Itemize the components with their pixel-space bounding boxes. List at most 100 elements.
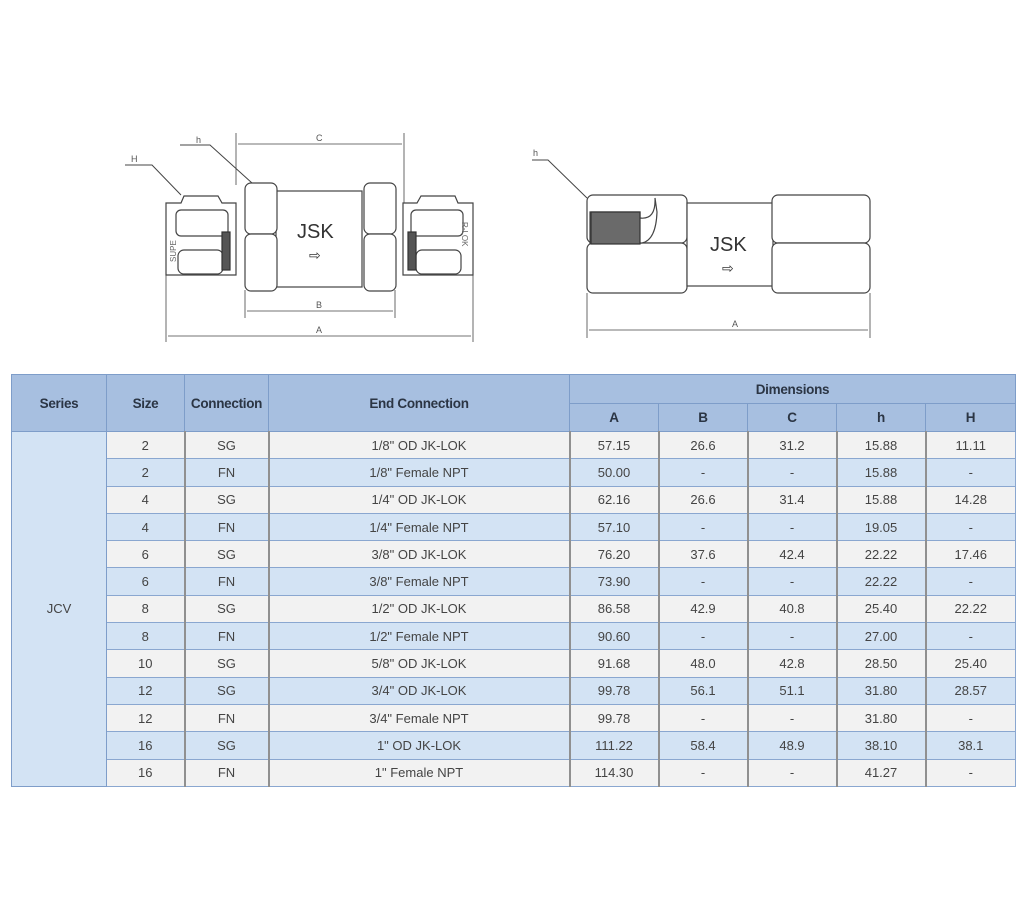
end-connection-cell: 3/8" Female NPT: [267, 567, 570, 596]
flow-arrow-icon: ⇨: [309, 247, 321, 263]
dim-H-cell: -: [924, 567, 1016, 596]
size-cell: 12: [106, 676, 185, 705]
size-cell: 12: [106, 703, 185, 733]
connection-cell: FN: [183, 458, 269, 487]
end-connection-cell: 3/4" OD JK-LOK: [267, 676, 570, 705]
dim-h-small-cell: 22.22: [835, 567, 926, 596]
dim-b-cell: 37.6: [657, 540, 748, 569]
dim-b-cell: -: [657, 567, 748, 596]
dim-a-cell: 99.78: [568, 703, 659, 733]
dim-h-small-cell: 22.22: [835, 540, 926, 569]
dim-b-cell: -: [657, 512, 748, 542]
connection-cell: SG: [183, 649, 269, 678]
dim-h-small-cell: 31.80: [835, 676, 926, 705]
size-cell: 8: [106, 622, 185, 651]
dim-c-cell: -: [746, 622, 837, 651]
connection-cell: SG: [183, 676, 269, 705]
dim-H-cell: 11.11: [924, 430, 1016, 460]
dim-H-cell: -: [924, 512, 1016, 542]
end-connection-cell: 3/4" Female NPT: [267, 703, 570, 733]
sg-check-valve-drawing: [125, 133, 474, 342]
size-cell: 16: [106, 758, 185, 787]
dim-H-cell: -: [924, 758, 1016, 787]
dimension-label-c: C: [316, 133, 323, 143]
dim-h-small-cell: 25.40: [835, 594, 926, 624]
dim-b-cell: -: [657, 703, 748, 733]
dim-c-cell: 48.9: [746, 731, 837, 760]
dim-b-cell: 56.1: [657, 676, 748, 705]
dimension-label-a-fn: A: [732, 319, 738, 329]
dim-H-cell: 22.22: [924, 594, 1016, 624]
nut-marking-left: SUPE: [169, 240, 178, 262]
size-cell: 16: [106, 731, 185, 760]
end-connection-cell: 1/8" Female NPT: [267, 458, 570, 487]
end-connection-cell: 1" OD JK-LOK: [267, 731, 570, 760]
end-connection-cell: 5/8" OD JK-LOK: [267, 649, 570, 678]
size-cell: 10: [106, 649, 185, 678]
connection-cell: FN: [183, 512, 269, 542]
header-dim-h-small: h: [836, 403, 926, 432]
dim-c-cell: -: [746, 567, 837, 596]
dim-H-cell: 38.1: [924, 731, 1016, 760]
header-connection: Connection: [184, 374, 269, 432]
dim-a-cell: 76.20: [568, 540, 659, 569]
dim-b-cell: -: [657, 758, 748, 787]
dim-a-cell: 57.15: [568, 430, 659, 460]
dim-c-cell: 42.8: [746, 649, 837, 678]
end-connection-cell: 1/4" OD JK-LOK: [267, 485, 570, 514]
dim-h-small-cell: 27.00: [835, 622, 926, 651]
dim-a-cell: 62.16: [568, 485, 659, 514]
header-dim-a: A: [569, 403, 659, 432]
dim-b-cell: 26.6: [657, 485, 748, 514]
header-dimensions: Dimensions: [569, 374, 1016, 404]
dim-h-small-cell: 38.10: [835, 731, 926, 760]
leader-label-H: H: [131, 154, 138, 164]
size-cell: 6: [106, 540, 185, 569]
dim-h-small-cell: 15.88: [835, 430, 926, 460]
dim-a-cell: 90.60: [568, 622, 659, 651]
end-connection-cell: 1/2" OD JK-LOK: [267, 594, 570, 624]
dim-H-cell: 28.57: [924, 676, 1016, 705]
header-dim-b: B: [658, 403, 748, 432]
dim-a-cell: 114.30: [568, 758, 659, 787]
dim-h-small-cell: 31.80: [835, 703, 926, 733]
dim-H-cell: 17.46: [924, 540, 1016, 569]
connection-cell: SG: [183, 485, 269, 514]
dim-H-cell: -: [924, 622, 1016, 651]
size-cell: 8: [106, 594, 185, 624]
connection-cell: FN: [183, 758, 269, 787]
dim-b-cell: 42.9: [657, 594, 748, 624]
dim-h-small-cell: 15.88: [835, 485, 926, 514]
dim-b-cell: 58.4: [657, 731, 748, 760]
dim-H-cell: -: [924, 458, 1016, 487]
size-cell: 2: [106, 458, 185, 487]
connection-cell: SG: [183, 540, 269, 569]
header-series: Series: [11, 374, 107, 432]
check-valve-drawings: C h H B A JSK ⇨ SUPE R-LOK h A: [125, 133, 871, 342]
size-cell: 2: [106, 430, 185, 460]
dim-a-cell: 111.22: [568, 731, 659, 760]
end-connection-cell: 1" Female NPT: [267, 758, 570, 787]
dim-a-cell: 73.90: [568, 567, 659, 596]
dim-c-cell: 40.8: [746, 594, 837, 624]
flow-arrow-icon-fn: ⇨: [722, 260, 734, 276]
dim-c-cell: 31.2: [746, 430, 837, 460]
dim-b-cell: -: [657, 458, 748, 487]
dim-a-cell: 86.58: [568, 594, 659, 624]
dim-a-cell: 50.00: [568, 458, 659, 487]
dim-b-cell: 48.0: [657, 649, 748, 678]
dim-a-cell: 99.78: [568, 676, 659, 705]
size-cell: 6: [106, 567, 185, 596]
dim-c-cell: -: [746, 758, 837, 787]
